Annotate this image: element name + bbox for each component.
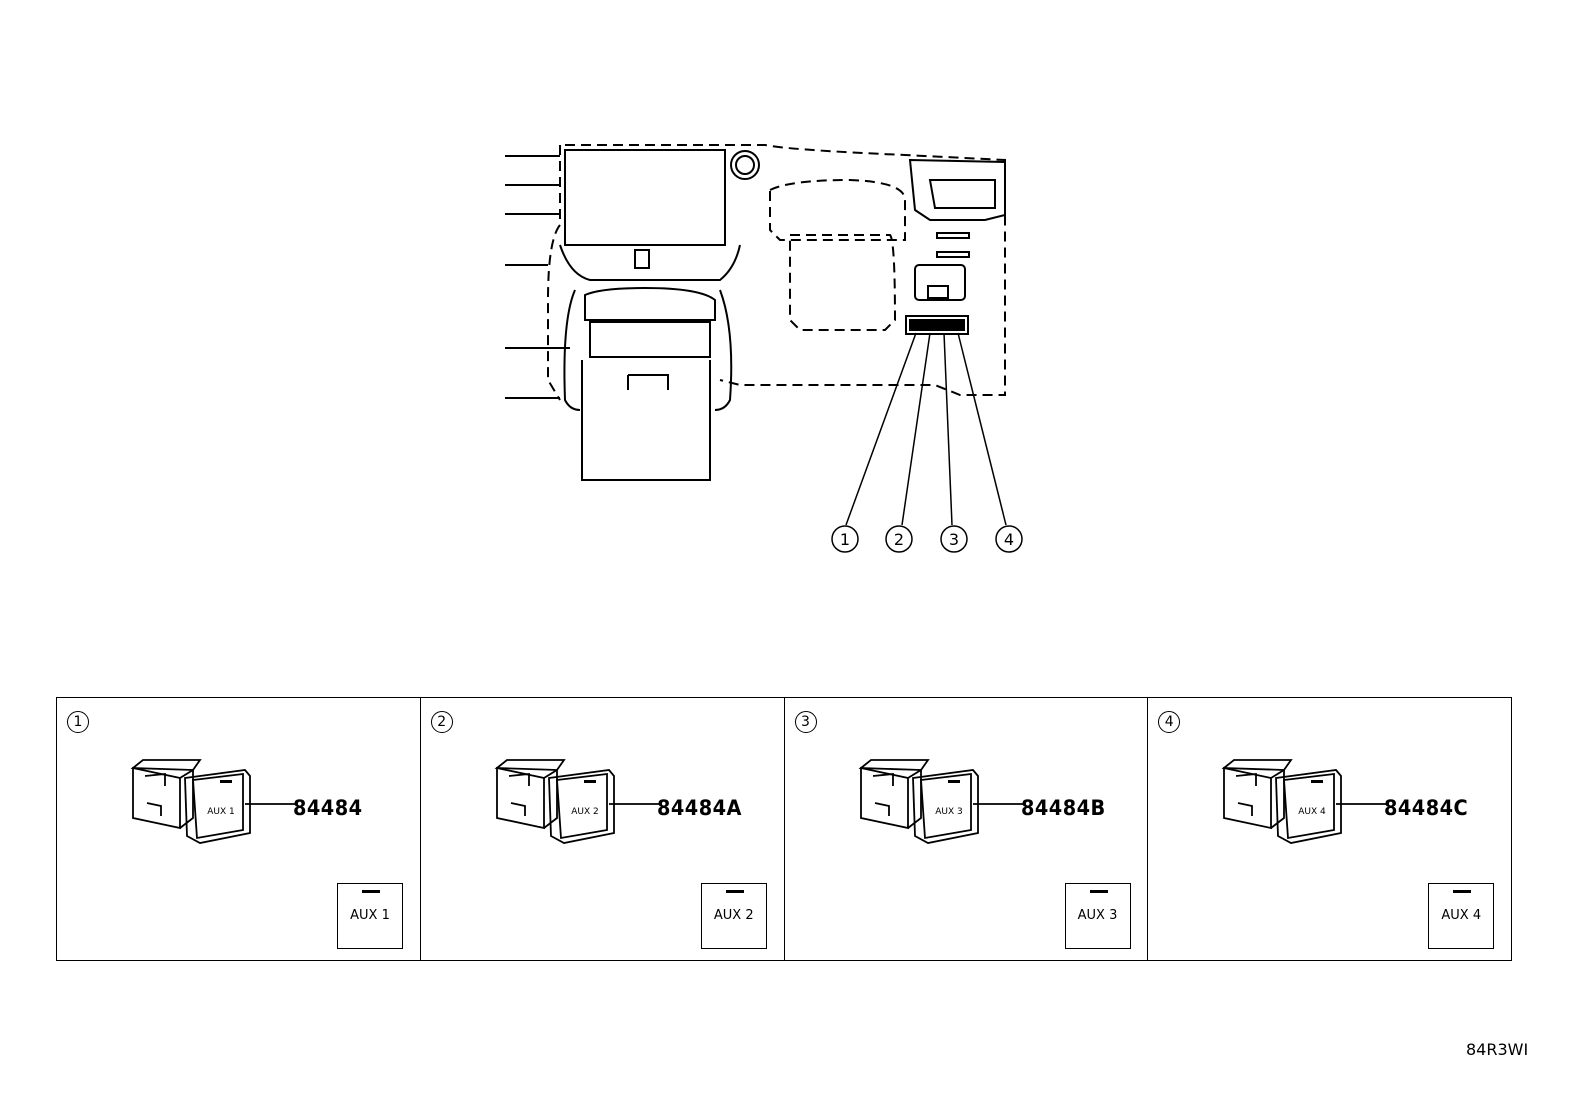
part-leader-line: [1336, 803, 1387, 805]
dashboard-outline: [505, 155, 570, 399]
center-panel-dashed: [789, 234, 897, 331]
switch-face-text: AUX 2: [571, 807, 599, 817]
switch-face-text: AUX 3: [935, 807, 963, 817]
console-left-wall: [563, 289, 581, 411]
infotainment-screen: [564, 149, 726, 246]
dash-aux-switch-2: [923, 319, 937, 331]
callout-circle-4: [995, 525, 1023, 553]
switch-face-label: AUX 3: [1077, 908, 1118, 923]
switch-panel-4: 4 AUX 4 84484C AUX 4: [1147, 698, 1511, 960]
callout-number-4: 4: [1004, 530, 1014, 549]
dashboard-overview-diagram: 1 2 3 4: [505, 144, 1023, 553]
indicator-bar: [362, 890, 380, 893]
console-display: [589, 321, 711, 358]
dash-aux-switch-3: [937, 319, 951, 331]
switch-face-detail: AUX 3: [1064, 883, 1131, 949]
center-console-top: [584, 286, 716, 321]
switch-face-detail: AUX 4: [1428, 883, 1495, 949]
switch-panel-2: 2 AUX 2 84484A AUX 2: [419, 698, 784, 960]
panel-marker: 1: [67, 711, 89, 733]
console-handle: [627, 374, 669, 390]
part-number: 84484B: [1020, 796, 1106, 820]
aux-switch-illustration: AUX 4: [1221, 759, 1343, 844]
part-number: 84484C: [1384, 796, 1469, 820]
callout-circle-1: [831, 525, 859, 553]
switch-face-label: AUX 1: [350, 908, 390, 923]
lower-switch-panel: [914, 264, 966, 301]
part-leader-line: [608, 803, 659, 805]
callout-circle-2: [885, 525, 913, 553]
part-number: 84484A: [656, 796, 742, 820]
aux-switch-illustration: AUX 2: [494, 759, 615, 844]
part-number: 84484: [293, 796, 363, 820]
part-leader-line: [245, 803, 295, 805]
switch-face-label: AUX 4: [1441, 908, 1482, 923]
vent-slot-1: [936, 232, 970, 239]
switch-detail-panels: 1 AUX 1 84484 AUX 1 2: [56, 697, 1512, 961]
aux-switch-illustration: AUX 3: [858, 759, 979, 844]
leader-line-3: [943, 332, 953, 526]
switch-face-detail: AUX 2: [700, 883, 767, 949]
switch-face-text: AUX 1: [207, 807, 235, 817]
glovebox-dashed: [769, 178, 906, 241]
dash-aux-switch-1: [909, 319, 923, 331]
screen-bezel: [559, 244, 741, 281]
part-leader-line: [972, 803, 1023, 805]
leader-line-1: [845, 332, 917, 526]
callout-number-1: 1: [840, 530, 850, 549]
callout-number-2: 2: [894, 530, 904, 549]
dashboard-left-dashed: [547, 145, 561, 401]
panel-marker: 4: [1158, 711, 1181, 733]
vent-slot-2: [936, 251, 970, 258]
diagram-code: 84R3WI: [1466, 1040, 1529, 1059]
switch-face-detail: AUX 1: [337, 883, 403, 949]
panel-marker: 3: [794, 711, 817, 733]
aux-switch-illustration: AUX 1: [130, 759, 251, 844]
console-body: [581, 360, 711, 481]
switch-face-label: AUX 2: [713, 908, 754, 923]
leader-line-2: [901, 332, 931, 526]
right-vent: [908, 158, 1006, 221]
knob: [730, 150, 760, 180]
console-right-wall: [714, 289, 733, 411]
callout-number-3: 3: [949, 530, 959, 549]
screen-button: [634, 249, 650, 269]
callout-circle-3: [940, 525, 968, 553]
indicator-bar: [1453, 890, 1472, 893]
dash-aux-switch-4: [951, 319, 965, 331]
switch-panel-1: 1 AUX 1 84484 AUX 1: [57, 698, 420, 960]
switch-face-text: AUX 4: [1299, 807, 1327, 817]
indicator-bar: [1089, 890, 1108, 893]
indicator-bar: [725, 890, 744, 893]
leader-line-4: [957, 332, 1007, 526]
panel-marker: 2: [430, 711, 453, 733]
switch-panel-3: 3 AUX 3 84484B AUX 3: [783, 698, 1148, 960]
dashboard-upper-dashed: [565, 144, 1006, 396]
